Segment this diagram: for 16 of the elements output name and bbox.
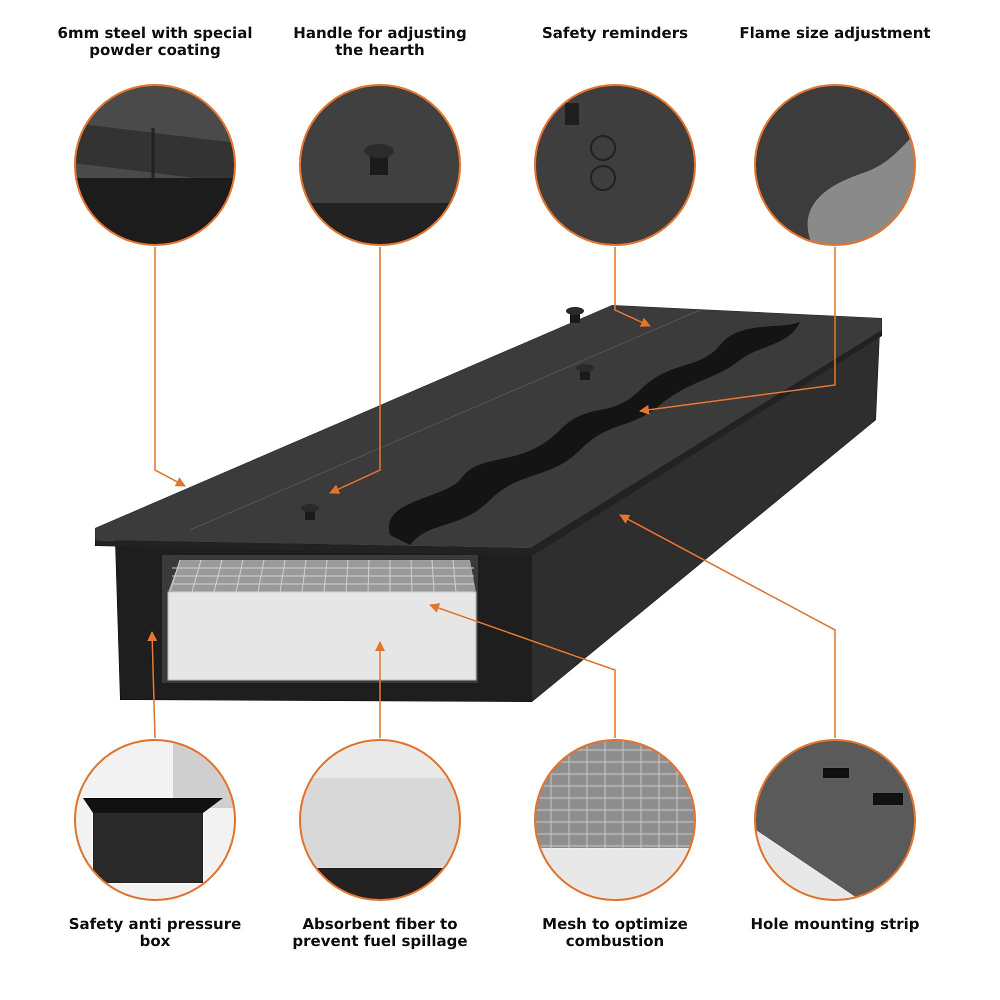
callout-label: Hole mounting strip xyxy=(749,916,920,933)
leader-line xyxy=(375,641,385,738)
callout-label: 6mm steel with special powder coating xyxy=(56,25,254,59)
leader-line xyxy=(329,247,381,494)
callout-label: Safety reminders xyxy=(540,25,690,42)
callout-label: Handle for adjusting the hearth xyxy=(292,25,468,59)
leader-line xyxy=(639,247,836,415)
callout-label: Mesh to optimize combustion xyxy=(541,916,689,950)
leader-line xyxy=(619,514,836,738)
leader-line xyxy=(614,247,651,327)
leader-line xyxy=(154,247,186,487)
callout-label: Absorbent fiber to prevent fuel spillage xyxy=(291,916,469,950)
callout-label: Flame size adjustment xyxy=(738,25,932,42)
callout-label: Safety anti pressure box xyxy=(68,916,242,950)
leader-line xyxy=(147,631,158,738)
leader-line xyxy=(429,603,616,738)
